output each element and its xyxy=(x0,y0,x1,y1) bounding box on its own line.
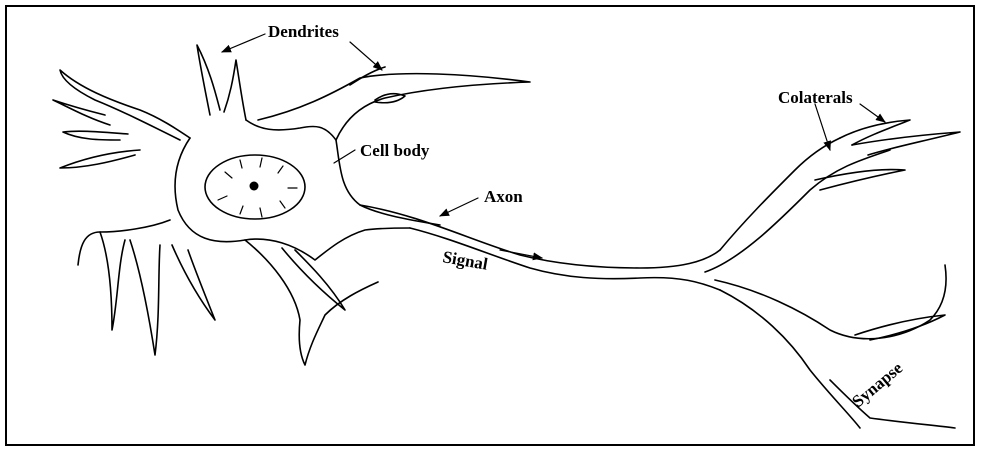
nucleolus xyxy=(250,182,259,191)
dendrite-top-right-long xyxy=(258,74,530,140)
axon-terminals xyxy=(705,120,960,428)
terminal-lower-trunk xyxy=(720,290,860,428)
dendrite-bottom-5 xyxy=(282,248,345,310)
arrow-signal xyxy=(500,250,542,258)
dendrite-left-upper xyxy=(60,70,190,140)
neuron-outline xyxy=(53,45,530,365)
label-colaterals: Colaterals xyxy=(778,88,853,107)
arrow-colaterals-right xyxy=(860,104,885,122)
nucleus xyxy=(205,155,305,219)
cell-body-upper-edge xyxy=(246,120,440,225)
dendrite-top-mid xyxy=(224,60,246,120)
dendrite-bottom-4 xyxy=(245,240,378,365)
arrow-dendrites-right xyxy=(350,42,382,70)
label-synapse: Synapse xyxy=(848,358,906,411)
label-cell-body: Cell body xyxy=(360,141,430,160)
pointer-arrows xyxy=(222,34,885,258)
terminal-upper-trunk xyxy=(720,138,840,250)
dendrite-left-fork-1 xyxy=(53,100,110,125)
axon-upper-edge xyxy=(360,205,720,268)
colateral-branch-3 xyxy=(815,169,905,190)
dendrite-left-fork-3 xyxy=(60,150,140,168)
colateral-branch-2 xyxy=(852,132,960,155)
dendrite-left-fork-2 xyxy=(63,131,128,140)
dendrite-top-left xyxy=(197,45,220,115)
arrow-axon xyxy=(440,198,478,216)
synapse-branch-2 xyxy=(830,380,955,428)
dendrite-bottom-3 xyxy=(172,245,215,320)
arrow-dendrites-left xyxy=(222,34,265,52)
dendrite-bottom-2 xyxy=(130,240,160,355)
dendrite-bottom-1 xyxy=(100,232,125,330)
terminal-lower-trunk-2 xyxy=(715,265,946,339)
axon xyxy=(360,205,720,290)
dendrite-top-right-hook xyxy=(375,94,405,103)
label-axon: Axon xyxy=(484,187,523,206)
label-dendrites: Dendrites xyxy=(268,22,339,41)
arrow-colaterals-left xyxy=(815,104,830,150)
